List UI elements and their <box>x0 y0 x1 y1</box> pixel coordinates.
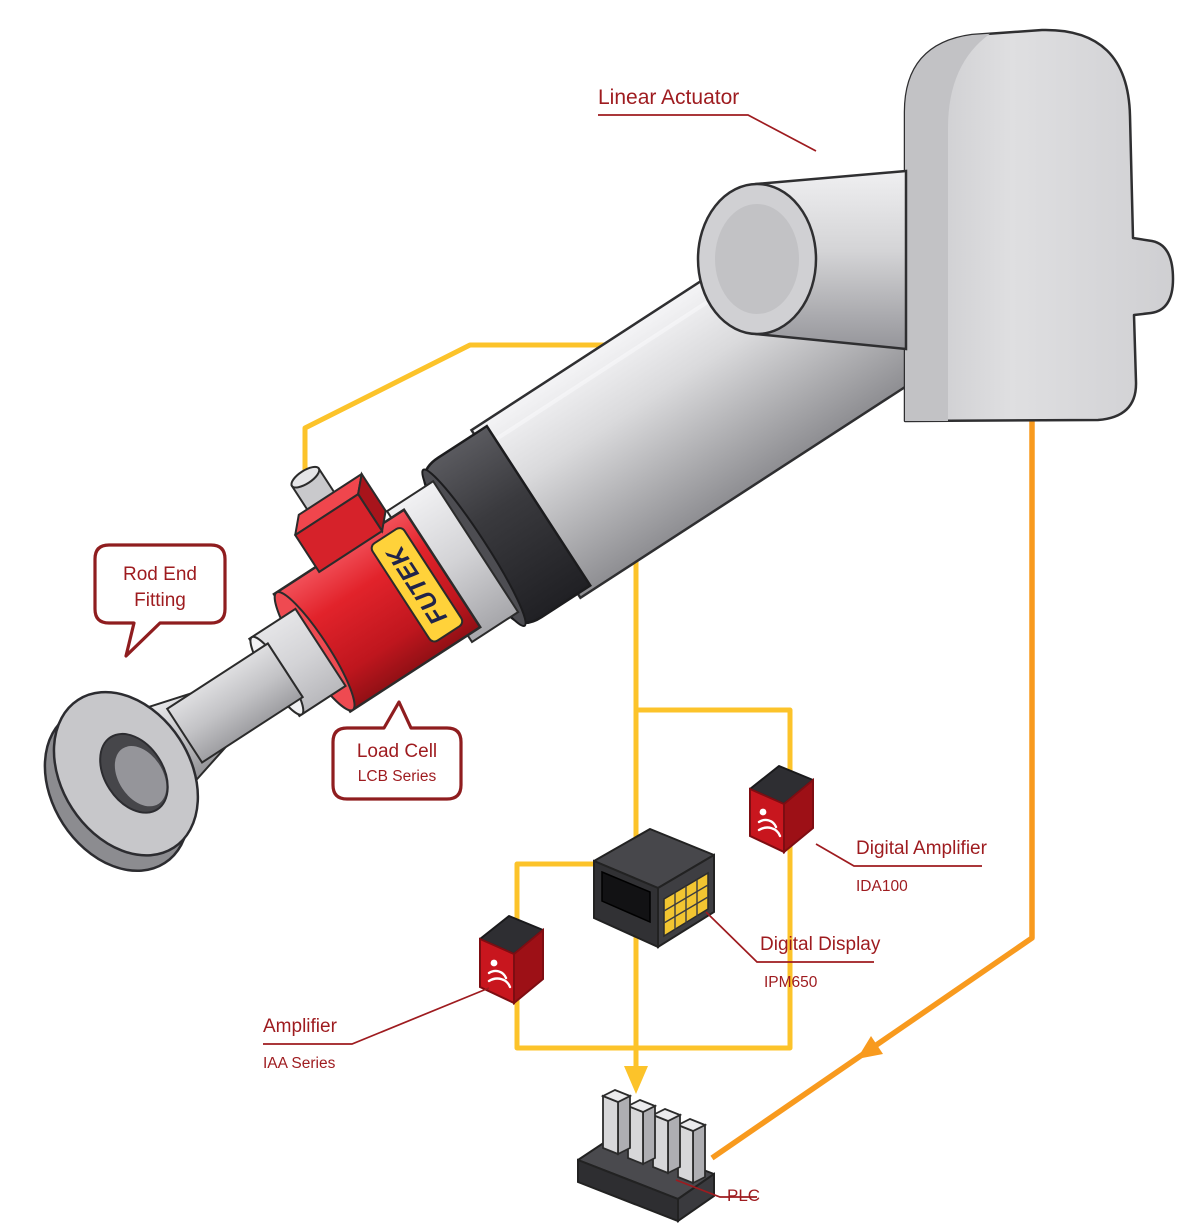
motor <box>696 169 908 351</box>
futek-logo-swoosh <box>487 969 512 989</box>
label-linear-actuator: Linear Actuator <box>598 86 739 109</box>
rod-end-eye-hole-inner <box>114 745 167 807</box>
mounting-bracket-shade <box>905 33 990 422</box>
futek-logo-dot <box>490 959 498 967</box>
futek-logo-swoosh <box>757 818 782 838</box>
junction-box-front <box>293 492 384 574</box>
wire-actuator-to-plc-orange <box>710 406 1035 1161</box>
plc-base-side <box>677 1172 715 1223</box>
cable-connector-cap <box>290 465 321 489</box>
piston-rod <box>165 642 305 764</box>
wire-loadcell-to-plc <box>302 342 639 1068</box>
yellow-arrowhead-icon <box>624 1066 648 1094</box>
ida-side-face <box>783 777 814 855</box>
leader-linear-actuator <box>598 114 817 152</box>
callout-rod-end-fitting <box>93 543 227 658</box>
label-amplifier-line2: IAA Series <box>263 1055 336 1072</box>
wire-component-loop <box>514 707 793 1051</box>
label-digital-display-line2: IPM650 <box>764 974 818 991</box>
plc-module <box>677 1118 706 1184</box>
label-rod-end-line1: Rod End <box>123 564 197 585</box>
leader-digital-amplifier <box>815 843 982 867</box>
plc-device <box>577 1089 715 1223</box>
futek-logo-dot <box>759 808 767 816</box>
label-digital-amplifier-line1: Digital Amplifier <box>856 838 988 859</box>
digital-amplifier-device <box>749 765 814 855</box>
keypad-grid-lines <box>663 879 709 930</box>
label-load-cell-line1: Load Cell <box>357 741 437 762</box>
leader-plc <box>675 1179 757 1198</box>
iaa-side-face <box>513 927 544 1006</box>
label-rod-end-line2: Fitting <box>134 590 186 611</box>
callout-load-cell <box>331 700 463 801</box>
leader-digital-display <box>705 911 874 963</box>
label-load-cell-line2: LCB Series <box>358 768 437 785</box>
annotations: Linear Actuator Rod End Fitting Load Cel… <box>93 86 988 1205</box>
amplifier-device <box>479 915 544 1006</box>
leader-amplifier <box>263 987 490 1045</box>
digital-display-device <box>593 828 715 949</box>
label-digital-display-line1: Digital Display <box>760 934 881 955</box>
orange-arrowhead-icon <box>857 1036 883 1059</box>
plc-module <box>602 1089 631 1155</box>
label-amplifier-line1: Amplifier <box>263 1016 338 1037</box>
display-screen <box>601 870 651 924</box>
label-digital-amplifier-line2: IDA100 <box>856 878 908 895</box>
futek-label-plate <box>370 527 464 643</box>
label-plc: PLC <box>727 1186 760 1205</box>
plc-module <box>627 1099 656 1165</box>
motor-face-inner <box>715 204 799 314</box>
wires <box>302 342 1035 1161</box>
plc-module <box>652 1108 681 1174</box>
